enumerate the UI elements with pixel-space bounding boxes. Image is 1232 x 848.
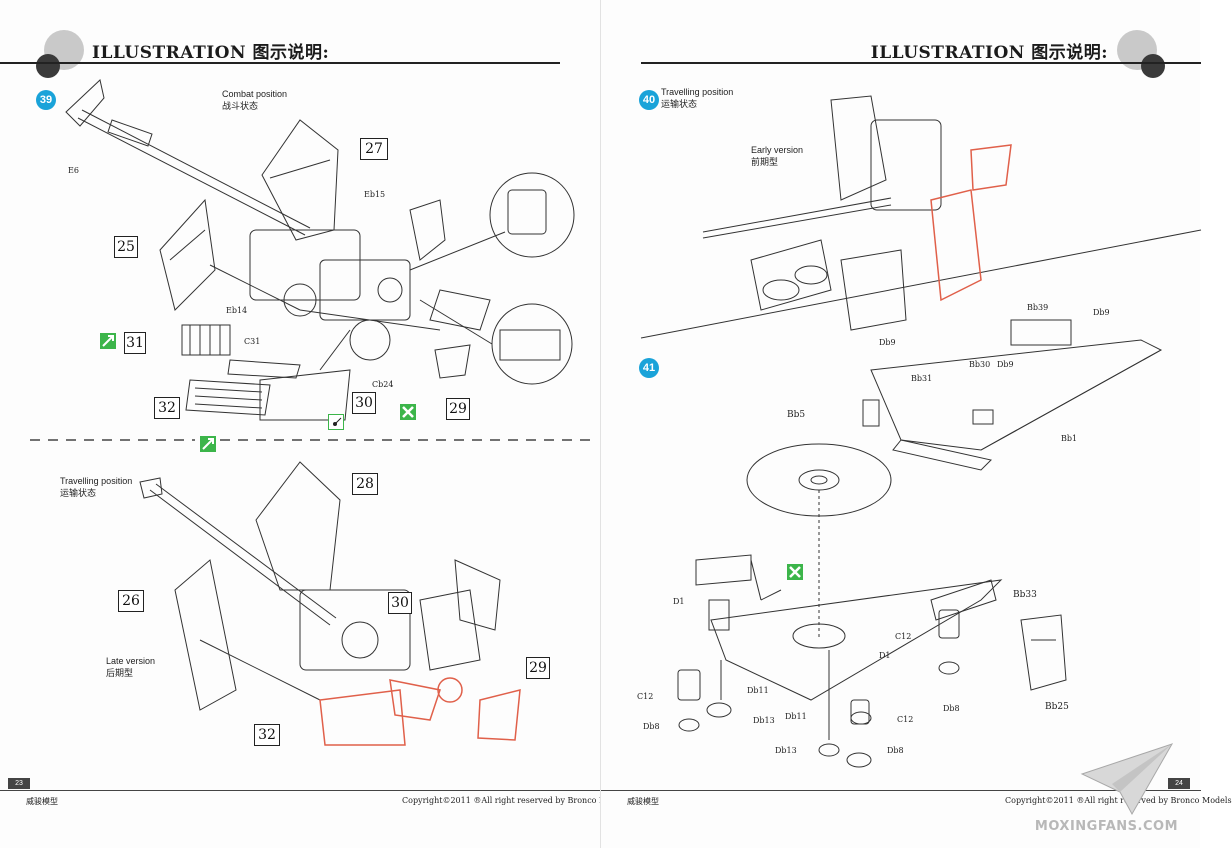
part-callout-30: 30	[352, 392, 376, 414]
part-label-bb39: Bb39	[1027, 303, 1049, 312]
part-label-e6: E6	[68, 166, 79, 175]
part-callout-27: 27	[360, 138, 388, 160]
step-caption-zh: 运输状态	[661, 99, 698, 109]
watermark-plane-logo	[1080, 743, 1174, 816]
page-number: 23	[8, 778, 30, 789]
part-label-bb33: Bb33	[1013, 590, 1037, 600]
version-caption-zh: 后期型	[106, 668, 134, 678]
header-rule	[641, 62, 1201, 64]
part-label-db9: Db9	[1093, 308, 1110, 317]
footer-rule	[0, 790, 600, 791]
footer-brand: 威骏模型	[26, 797, 58, 806]
part-label-d1: D1	[673, 597, 685, 606]
part-label-db13: Db13	[753, 716, 775, 725]
assembly-drawing-travel-late	[139, 461, 521, 746]
version-caption-en: Early version	[751, 145, 804, 155]
part-label-bb30: Bb30	[969, 360, 991, 369]
part-label-c12: C12	[897, 715, 914, 724]
page-header-title: ILLUSTRATION 图示说明:	[92, 43, 330, 63]
part-label-db9: Db9	[879, 338, 896, 347]
step-number-badge: 40	[639, 90, 659, 110]
part-callout-25: 25	[114, 236, 138, 258]
page-header-title: ILLUSTRATION 图示说明:	[870, 43, 1108, 63]
version-caption-en: Late version	[106, 656, 156, 666]
part-label-db11: Db11	[785, 712, 807, 721]
part-callout-32: 32	[154, 397, 180, 419]
assembly-drawing-step-40	[640, 95, 1202, 339]
part-callout-29: 29	[446, 398, 470, 420]
glue-icon	[200, 436, 216, 452]
right-page: ILLUSTRATION 图示说明: 40 Travelling positio…	[600, 0, 1232, 848]
cement-icon	[787, 564, 803, 580]
part-callout-32: 32	[254, 724, 280, 746]
part-label-d1: D1	[879, 651, 891, 660]
part-label-db13: Db13	[775, 746, 797, 755]
part-callout-29: 29	[526, 657, 550, 679]
part-label-bb5: Bb5	[787, 410, 806, 420]
page-number: 24	[1168, 778, 1190, 789]
part-label-bb1: Bb1	[1061, 434, 1078, 443]
footer-rule	[601, 790, 1201, 791]
step-caption-en: Travelling position	[661, 87, 734, 97]
section-divider	[30, 439, 590, 441]
watermark-text: MOXINGFANS.COM	[1034, 819, 1178, 834]
part-label-db8: Db8	[643, 722, 660, 731]
part-callout-26: 26	[118, 590, 144, 612]
part-callout-31: 31	[124, 332, 146, 354]
left-page: ILLUSTRATION 图示说明: 39 Combat position 战斗…	[0, 0, 629, 848]
part-label-c31: C31	[244, 337, 261, 346]
part-label-db8: Db8	[943, 704, 960, 713]
travel-caption-zh: 运输状态	[60, 488, 97, 498]
step-caption-en: Combat position	[222, 89, 288, 99]
part-label-db11: Db11	[747, 686, 769, 695]
assembly-drawing-step-39	[65, 79, 575, 421]
footer-brand: 威骏模型	[627, 797, 659, 806]
header-decor-dot	[1141, 54, 1165, 78]
assembly-drawing-step-41	[677, 319, 1163, 768]
part-callout-30: 30	[388, 592, 412, 614]
part-label-cb24: Cb24	[372, 380, 394, 389]
part-label-db9: Db9	[997, 360, 1014, 369]
footer-copyright: Copyright©2011 ®All right reserved by Br…	[402, 796, 629, 805]
step-number-badge: 39	[36, 90, 56, 110]
footer-copyright: Copyright©2011 ®All right reserved by Br…	[1005, 796, 1232, 805]
header-rule	[0, 62, 560, 64]
part-label-c12: C12	[637, 692, 654, 701]
header-decor-dot	[36, 54, 60, 78]
cement-icon	[400, 404, 416, 420]
optional-part-icon	[328, 414, 344, 430]
step-number-badge: 41	[639, 358, 659, 378]
part-label-eb15: Eb15	[364, 190, 386, 199]
part-callout-28: 28	[352, 473, 378, 495]
part-label-bb31: Bb31	[911, 374, 933, 383]
glue-icon	[100, 333, 116, 349]
version-caption-zh: 前期型	[751, 157, 779, 167]
part-label-bb25: Bb25	[1045, 702, 1069, 712]
travel-caption-en: Travelling position	[60, 476, 133, 486]
part-label-eb14: Eb14	[226, 306, 248, 315]
part-label-c12: C12	[895, 632, 912, 641]
step-caption-zh: 战斗状态	[222, 101, 259, 111]
part-label-db8: Db8	[887, 746, 904, 755]
